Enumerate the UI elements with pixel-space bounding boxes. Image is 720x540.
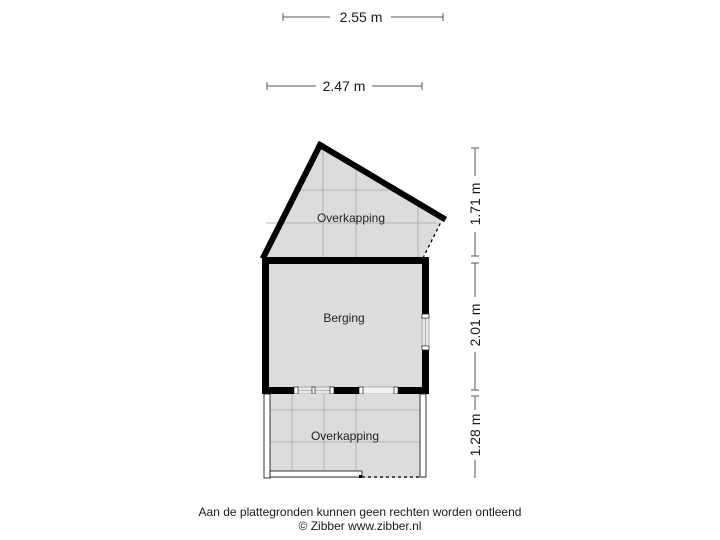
room-label: Overkapping	[317, 211, 385, 225]
dimension-label: 2.01 m	[467, 304, 483, 347]
room-overkapping-bottom	[263, 393, 427, 479]
room-overkapping-top	[259, 140, 448, 261]
dimension-right	[471, 147, 479, 478]
copyright-text: © Zibber www.zibber.nl	[298, 519, 422, 533]
dimension-label: 2.55 m	[340, 9, 383, 25]
dimension-label: 2.47 m	[323, 78, 366, 94]
window-right	[421, 313, 430, 351]
room-label: Berging	[323, 311, 364, 325]
dimension-top-outer	[282, 13, 444, 21]
room-label: Overkapping	[311, 429, 379, 443]
dimension-label: 1.71 m	[467, 183, 483, 226]
dimension-label: 1.28 m	[467, 414, 483, 457]
room-berging	[262, 257, 430, 429]
window-bottom	[293, 386, 335, 395]
disclaimer-text: Aan de plattegronden kunnen geen rechten…	[198, 505, 522, 519]
dimension-top-inner	[266, 82, 423, 90]
